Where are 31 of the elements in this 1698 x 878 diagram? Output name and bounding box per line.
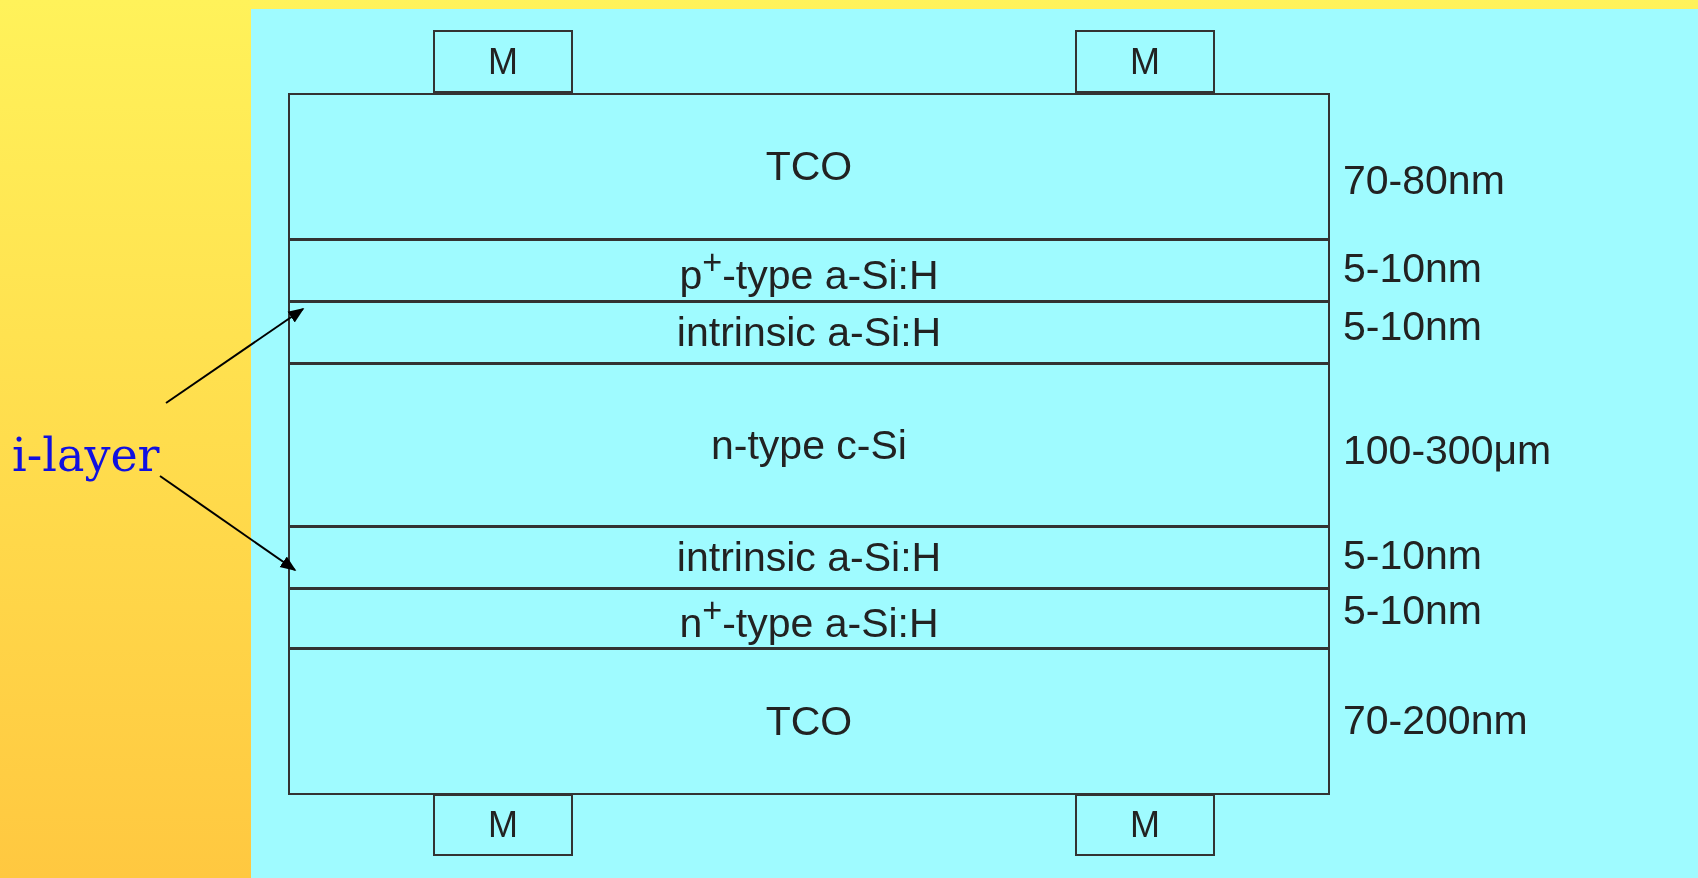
layer-name: M	[1130, 43, 1160, 80]
layer-name: intrinsic a-Si:H	[676, 312, 942, 353]
layer-band	[288, 239, 1330, 302]
thickness-label: 70-200nm	[1343, 700, 1528, 741]
layer-band	[288, 301, 1330, 364]
layer-name: TCO	[765, 701, 853, 742]
layer-band	[288, 588, 1330, 649]
metal-contact-box	[433, 30, 573, 93]
layer-name: intrinsic a-Si:H	[676, 537, 942, 578]
layer-band	[288, 93, 1330, 240]
layer-name: TCO	[765, 146, 853, 187]
metal-contact-box	[1075, 30, 1215, 93]
layer-name: M	[1130, 807, 1160, 843]
metal-contact-box	[433, 794, 573, 856]
thickness-label: 5-10nm	[1343, 535, 1482, 576]
layer-band	[288, 526, 1330, 589]
layer-band	[288, 648, 1330, 795]
leader-line	[159, 475, 297, 571]
metal-contact-box	[1075, 794, 1215, 856]
thickness-label: 5-10nm	[1343, 306, 1482, 347]
thickness-label: 100-300μm	[1343, 430, 1552, 471]
layer-name: n-type c-Si	[711, 424, 907, 466]
layer-name: M	[488, 807, 518, 843]
thickness-label: 5-10nm	[1343, 248, 1482, 289]
layer-name: n$^{+}$-type a-Si:H	[679, 593, 939, 644]
thickness-label: 5-10nm	[1343, 590, 1482, 631]
thickness-label: 70-80nm	[1343, 160, 1505, 201]
leader-line	[165, 308, 305, 404]
layer-band	[288, 363, 1330, 527]
layer-name: p$^{+}$-type a-Si:H	[679, 245, 939, 296]
layer-name: M	[488, 43, 518, 80]
